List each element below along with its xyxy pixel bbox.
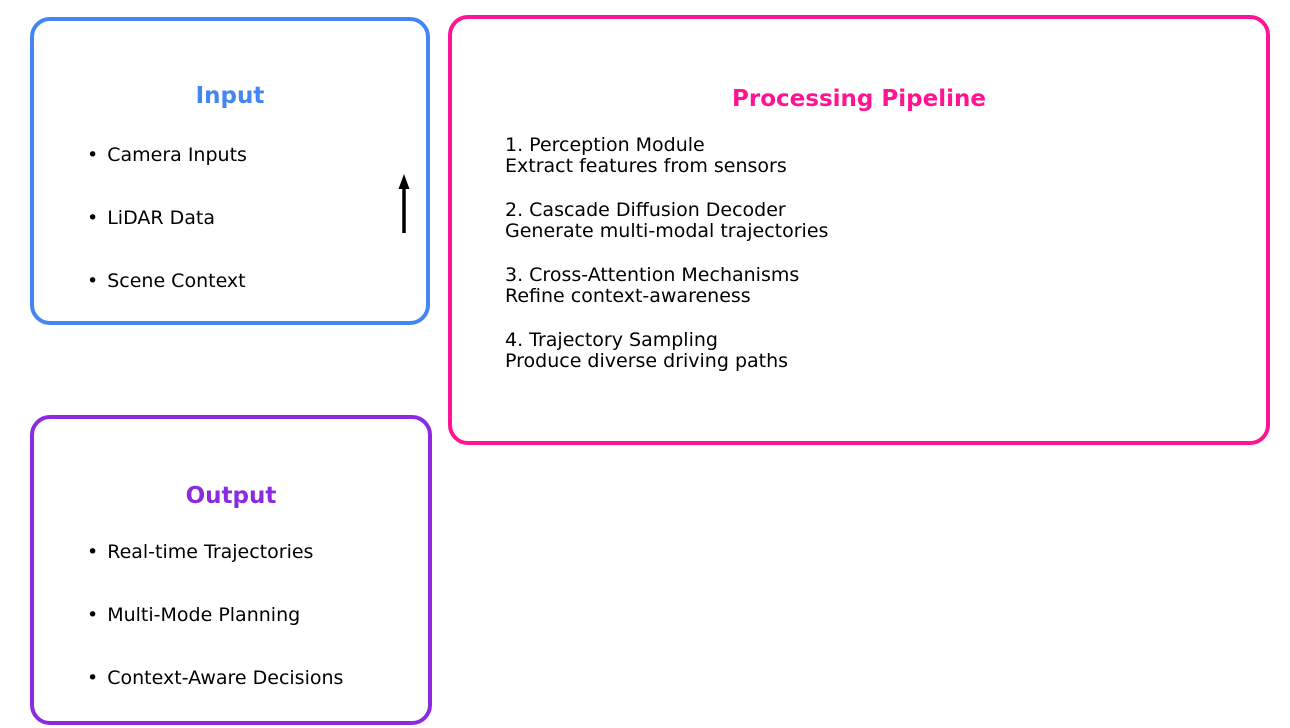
list-item: Multi-Mode Planning	[87, 604, 343, 627]
input-box: Input Camera Inputs LiDAR Data Scene Con…	[30, 17, 430, 325]
step-description: Produce diverse driving paths	[505, 350, 789, 372]
step-name: 2. Cascade Diffusion Decoder	[505, 199, 786, 221]
input-box-title: Input	[195, 83, 265, 109]
list-item: Real-time Trajectories	[87, 541, 343, 564]
list-item: Camera Inputs	[87, 144, 247, 167]
processing-pipeline-title: Processing Pipeline	[732, 86, 986, 112]
output-box: Output Real-time Trajectories Multi-Mode…	[30, 415, 432, 725]
list-item: LiDAR Data	[87, 207, 247, 230]
step-description: Extract features from sensors	[505, 155, 787, 177]
list-item: Scene Context	[87, 270, 247, 293]
step-name: 1. Perception Module	[505, 134, 705, 156]
step-name: 3. Cross-Attention Mechanisms	[505, 264, 800, 286]
processing-pipeline-box: Processing Pipeline 1. Perception Module…	[448, 15, 1270, 445]
list-item: Context-Aware Decisions	[87, 667, 343, 690]
step-description: Generate multi-modal trajectories	[505, 220, 829, 242]
up-arrow-icon	[398, 174, 410, 233]
step-description: Refine context-awareness	[505, 285, 751, 307]
pipeline-step: 2. Cascade Diffusion Decoder Generate mu…	[505, 200, 828, 242]
pipeline-step: 3. Cross-Attention Mechanisms Refine con…	[505, 265, 828, 307]
pipeline-step-list: 1. Perception Module Extract features fr…	[505, 135, 828, 395]
output-item-list: Real-time Trajectories Multi-Mode Planni…	[87, 541, 343, 728]
pipeline-step: 1. Perception Module Extract features fr…	[505, 135, 828, 177]
output-box-title: Output	[185, 483, 277, 509]
input-item-list: Camera Inputs LiDAR Data Scene Context	[87, 144, 247, 333]
step-name: 4. Trajectory Sampling	[505, 329, 718, 351]
pipeline-step: 4. Trajectory Sampling Produce diverse d…	[505, 330, 828, 372]
